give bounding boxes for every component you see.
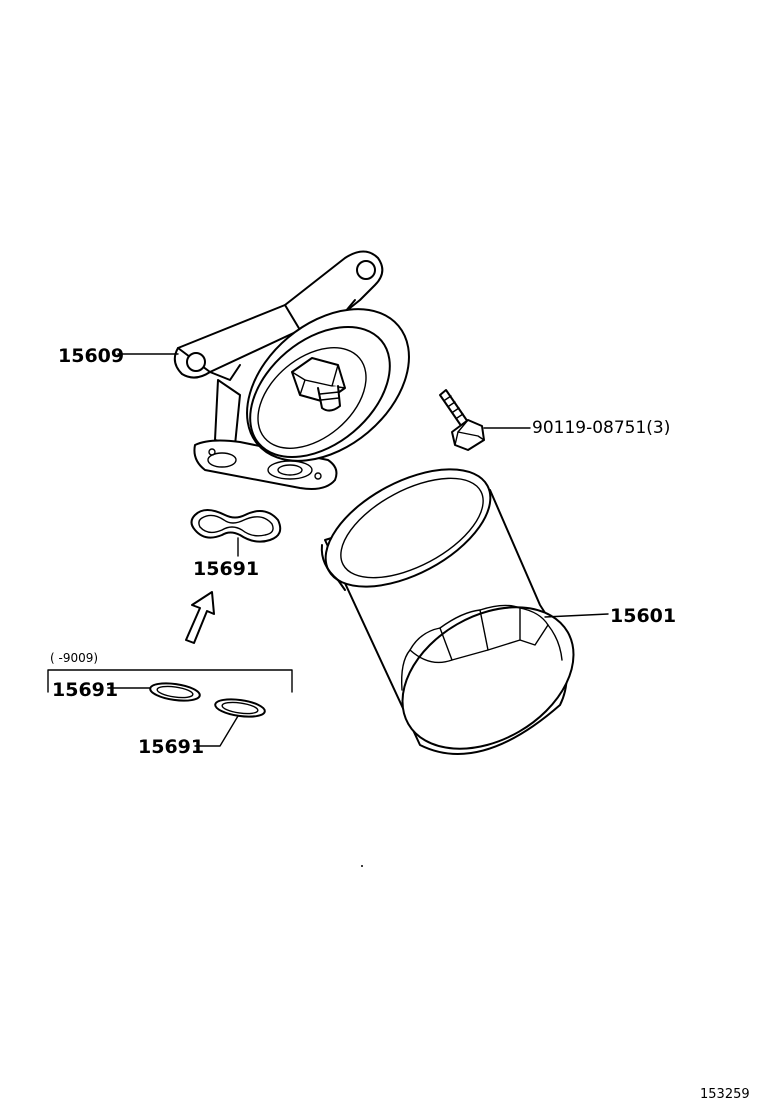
part-label-bracket: 15609 xyxy=(58,345,124,367)
leader-line-gasket-low xyxy=(194,715,239,747)
gasket-figure8-part xyxy=(190,509,282,543)
part-label-filter: 15601 xyxy=(610,605,676,627)
o-ring-upper-part xyxy=(149,682,201,702)
part-label-gasket-low: 15691 xyxy=(138,736,204,758)
part-label-gasket-top: 15691 xyxy=(193,558,259,580)
o-ring-lower-part xyxy=(214,698,266,718)
figure-id: 153259 xyxy=(700,1087,750,1102)
date-range-bracket xyxy=(47,669,293,693)
filter-bracket-part xyxy=(173,250,410,490)
part-label-bolt: 90119-08751(3) xyxy=(532,418,670,438)
leader-line-filter xyxy=(544,613,609,618)
oil-filter-part xyxy=(320,468,575,755)
date-range-label: ( -9009) xyxy=(50,651,98,665)
assembly-arrow xyxy=(185,591,215,644)
part-label-gasket-mid: 15691 xyxy=(52,679,118,701)
bolt-part xyxy=(439,389,485,451)
stray-dot xyxy=(361,865,363,867)
